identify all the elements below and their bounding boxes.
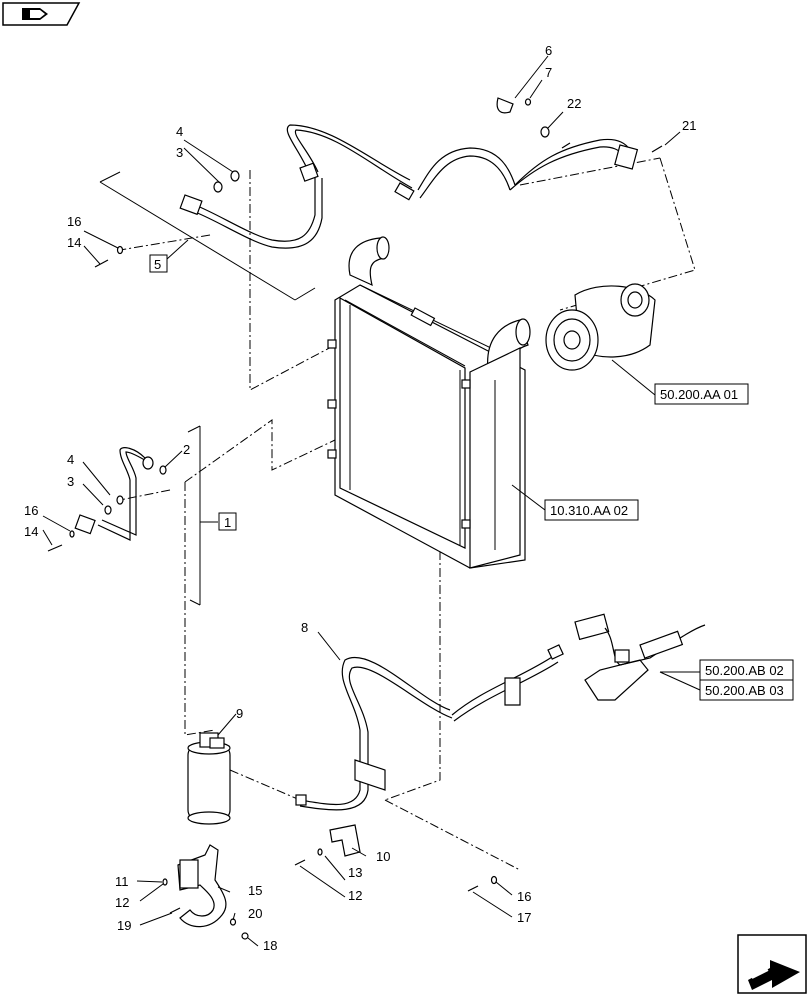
- leader-lines: [42, 55, 701, 947]
- reference-compressor[interactable]: 50.200.AA 01: [654, 383, 749, 405]
- upper-hose: [94, 97, 663, 268]
- compressor: [545, 283, 656, 371]
- callout-15: 15: [248, 883, 262, 898]
- next-page-arrow-icon[interactable]: [737, 934, 807, 994]
- radiator-assembly: [327, 236, 531, 569]
- callout-10: 10: [376, 849, 390, 864]
- reference-hose-b-label: 50.200.AB 03: [705, 683, 784, 698]
- callout-9: 9: [236, 706, 243, 721]
- reference-radiator-label: 10.310.AA 02: [550, 503, 628, 518]
- boxed-callout-1[interactable]: 1: [218, 512, 237, 531]
- callout-17: 17: [517, 910, 531, 925]
- lower-hose: [295, 644, 564, 811]
- callout-16: 16: [67, 214, 81, 229]
- callout-7: 7: [545, 65, 552, 80]
- receiver-drier: [187, 732, 231, 825]
- callout-11: 11: [115, 874, 129, 889]
- callout-2: 2: [183, 442, 190, 457]
- reference-hose-a-label: 50.200.AB 02: [705, 663, 784, 678]
- middle-left-hose: [47, 447, 167, 552]
- callout-21: 21: [682, 118, 696, 133]
- callout-4: 4: [176, 124, 183, 139]
- callout-16: 16: [24, 503, 38, 518]
- reference-hose-b[interactable]: 50.200.AB 03: [699, 679, 794, 701]
- callout-13: 13: [348, 865, 362, 880]
- callout-19: 19: [117, 918, 131, 933]
- dash-leaders: [119, 157, 696, 871]
- callout-3: 3: [67, 474, 74, 489]
- callout-8: 8: [301, 620, 308, 635]
- reference-hose-a[interactable]: 50.200.AB 02: [699, 659, 794, 681]
- fittings-16-17: [467, 875, 498, 892]
- reference-radiator[interactable]: 10.310.AA 02: [544, 499, 639, 521]
- page-nav-icon[interactable]: [2, 2, 81, 26]
- callout-14: 14: [67, 235, 81, 250]
- callout-12: 12: [115, 895, 129, 910]
- callout-3: 3: [176, 145, 183, 160]
- boxed-callout-5[interactable]: 5: [149, 254, 168, 273]
- callout-12: 12: [348, 888, 362, 903]
- right-hose-end: [574, 613, 706, 701]
- bracket-group-1: [187, 425, 201, 606]
- callout-1: 1: [224, 515, 231, 530]
- callout-6: 6: [545, 43, 552, 58]
- reference-compressor-label: 50.200.AA 01: [660, 387, 738, 402]
- callout-16: 16: [517, 889, 531, 904]
- callout-labels: 4 3 16 14 6 7 22 21 2 4 3 16 14 8 9 10 1…: [24, 43, 696, 953]
- bracket-group-5: [99, 171, 316, 301]
- callout-5: 5: [154, 257, 161, 272]
- callout-18: 18: [263, 938, 277, 953]
- drier-bracket: [162, 844, 249, 940]
- callout-4: 4: [67, 452, 74, 467]
- callout-22: 22: [567, 96, 581, 111]
- callout-14: 14: [24, 524, 38, 539]
- callout-20: 20: [248, 906, 262, 921]
